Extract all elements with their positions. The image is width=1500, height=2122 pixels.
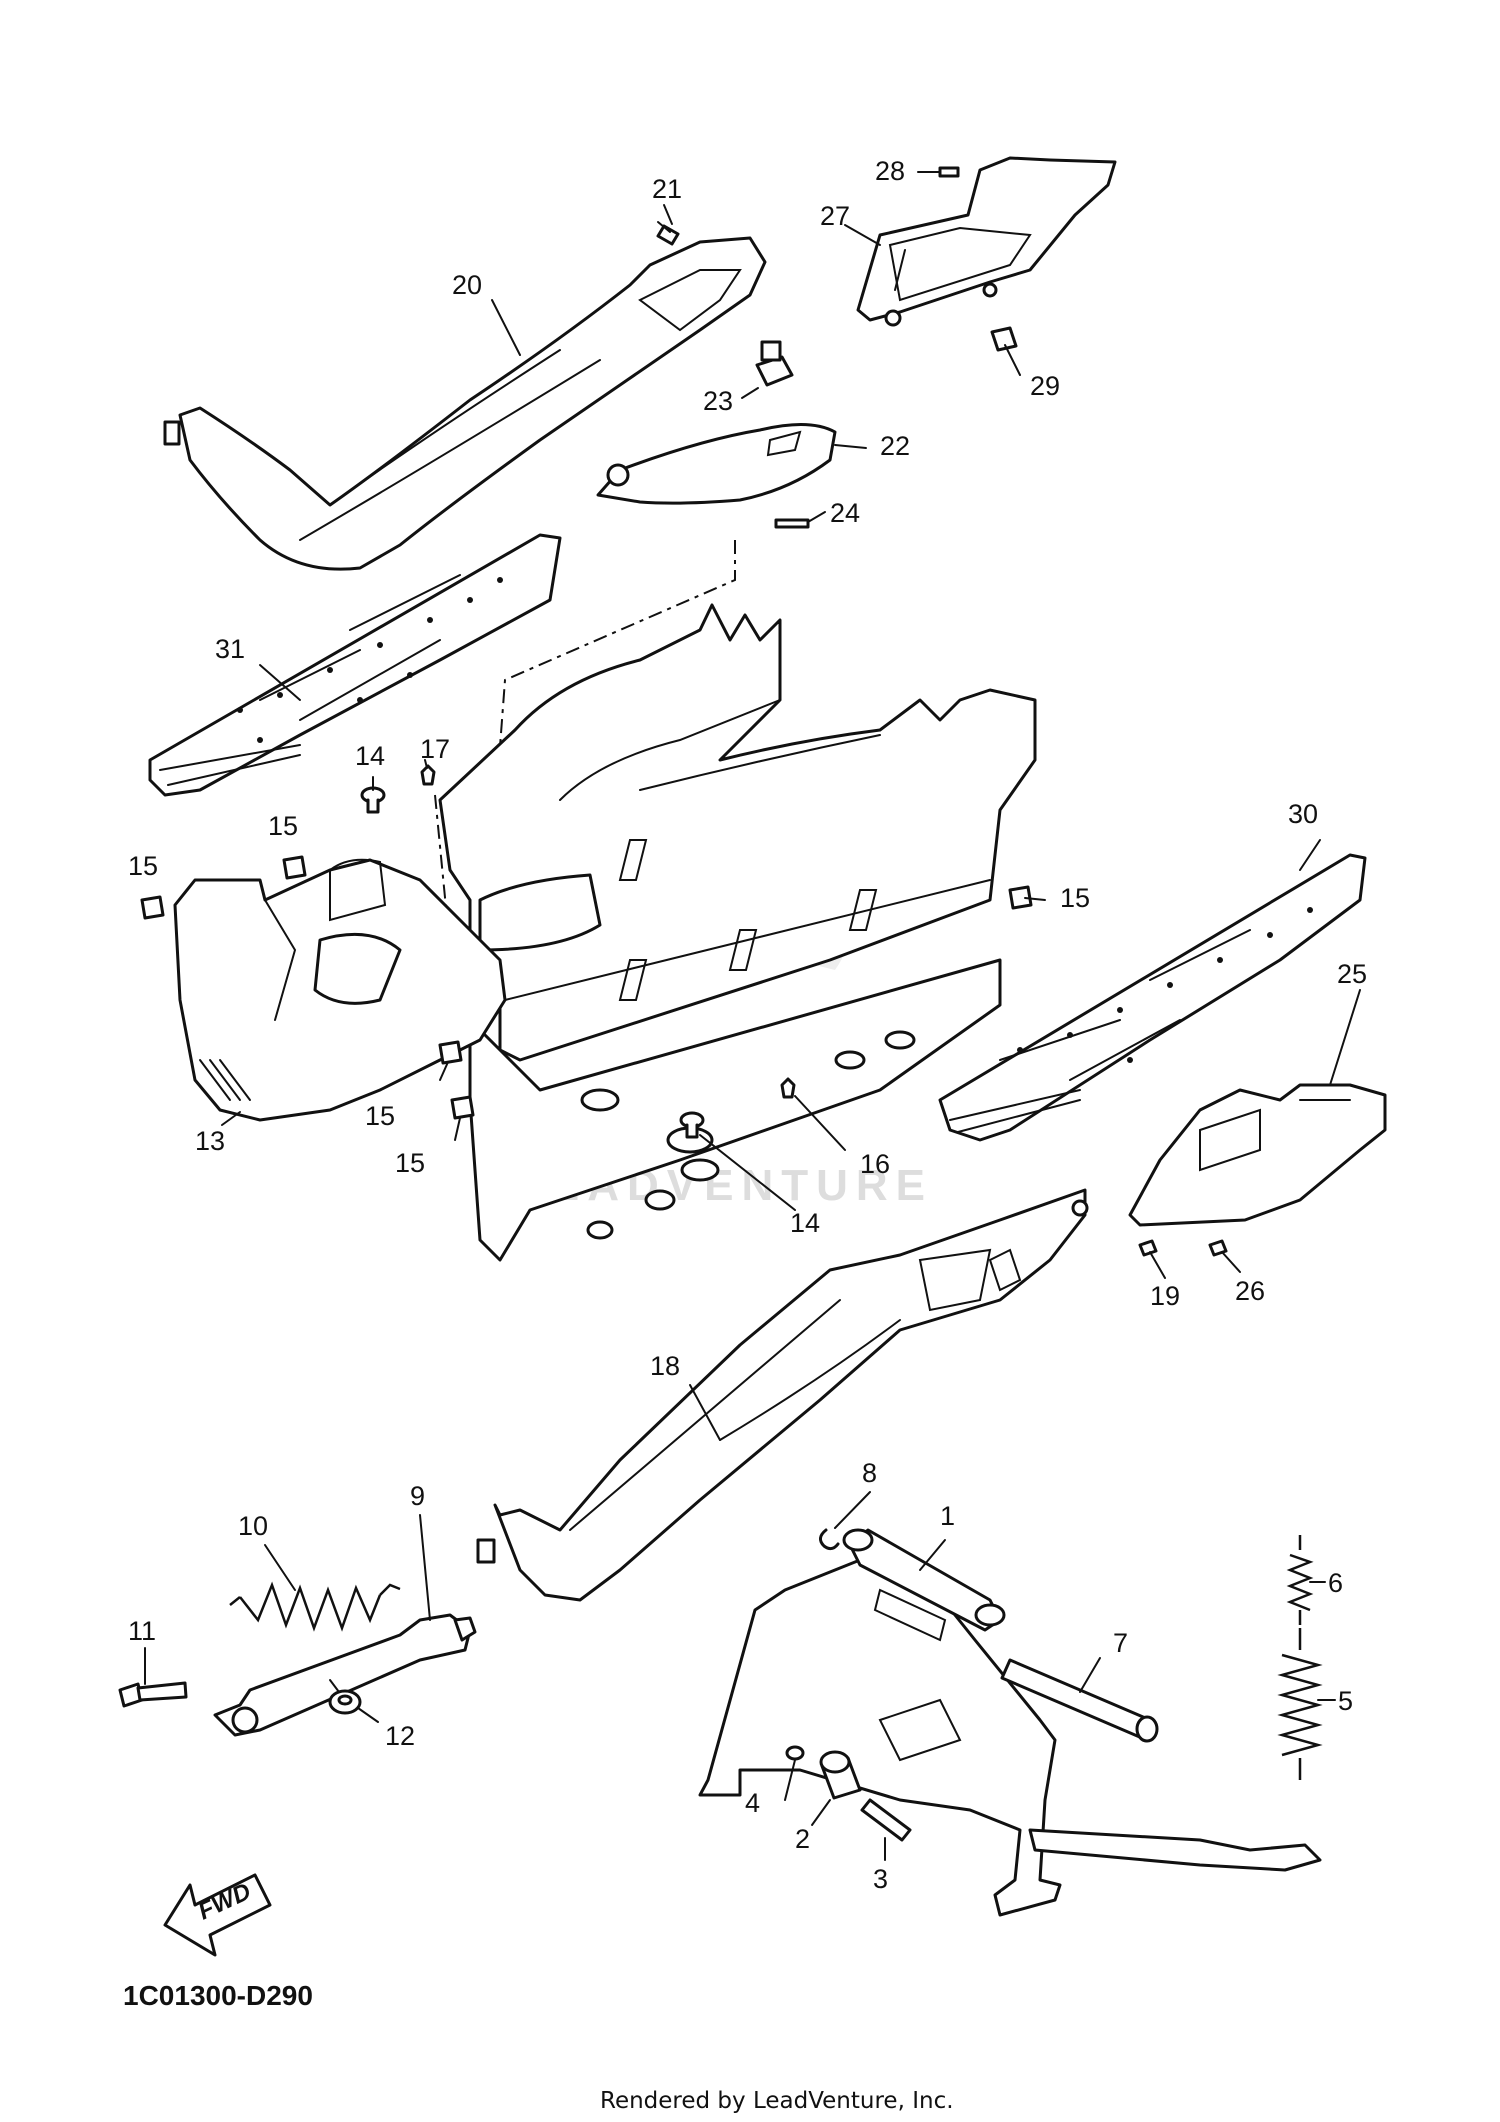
part-21-screw[interactable]: [656, 221, 680, 246]
part-6-spring[interactable]: [1286, 1535, 1314, 1625]
callout-17: 17: [420, 734, 450, 764]
part-19-screw[interactable]: [1138, 1239, 1158, 1257]
part-17-screw[interactable]: [420, 764, 436, 786]
callout-10: 10: [238, 1511, 268, 1541]
part-24-screw[interactable]: [774, 518, 810, 529]
callout-28: 28: [875, 156, 905, 186]
callouts: 21 20 27 28 29 23 22 24 31 14 17 15 15 1…: [128, 156, 1367, 1894]
part-15e-clip[interactable]: [1008, 885, 1033, 910]
callout-6: 6: [1328, 1568, 1343, 1598]
callout-25: 25: [1337, 959, 1367, 989]
part-12-nut[interactable]: [328, 1689, 362, 1715]
part-7-pivot-shaft[interactable]: [1000, 1658, 1159, 1743]
part-16-screw[interactable]: [780, 1077, 796, 1099]
callout-15d: 15: [395, 1148, 425, 1178]
callout-15e: 15: [1060, 883, 1090, 913]
part-8-clip-ring[interactable]: [819, 1528, 840, 1551]
part-15b-clip[interactable]: [282, 855, 307, 880]
callout-27: 27: [820, 201, 850, 231]
callout-15c: 15: [365, 1101, 395, 1131]
part-25-side-cover[interactable]: [1128, 1083, 1387, 1227]
callout-9: 9: [410, 1481, 425, 1511]
callout-26: 26: [1235, 1276, 1265, 1306]
part-15c-clip[interactable]: [438, 1040, 463, 1065]
part-27-side-panel[interactable]: [856, 156, 1117, 327]
callout-4: 4: [745, 1788, 760, 1818]
part-11-bolt[interactable]: [118, 1681, 188, 1708]
part-14b-rivet[interactable]: [679, 1111, 705, 1139]
leader-lines: [144, 171, 1361, 1861]
callout-15b: 15: [268, 811, 298, 841]
callout-11: 11: [128, 1616, 156, 1646]
part-31-floor-mat[interactable]: [148, 533, 562, 797]
callout-5: 5: [1338, 1686, 1353, 1716]
part-2-stopper[interactable]: [819, 1750, 862, 1800]
callout-24: 24: [830, 498, 860, 528]
callout-8: 8: [862, 1458, 877, 1488]
callout-15a: 15: [128, 851, 158, 881]
callout-29: 29: [1030, 371, 1060, 401]
part-5-spring[interactable]: [1277, 1628, 1323, 1780]
part-1-main-stand[interactable]: [698, 1528, 1322, 1917]
callout-12: 12: [385, 1721, 415, 1751]
part-4-washer[interactable]: [785, 1745, 805, 1761]
callout-13: 13: [195, 1126, 225, 1156]
part-13-front-panel[interactable]: [173, 858, 507, 1122]
part-20-side-cover[interactable]: [163, 236, 767, 571]
part-15a-clip[interactable]: [140, 895, 165, 920]
part-22-lid[interactable]: [596, 422, 837, 505]
callout-30: 30: [1288, 799, 1318, 829]
part-30-floor-mat[interactable]: [938, 853, 1367, 1142]
part-9-side-stand[interactable]: [213, 1613, 477, 1737]
callout-1: 1: [940, 1501, 955, 1531]
footer-credit: Rendered by LeadVenture, Inc.: [600, 2088, 954, 2114]
part-14a-rivet[interactable]: [360, 786, 386, 814]
callout-14b: 14: [790, 1208, 820, 1238]
callout-23: 23: [703, 386, 733, 416]
fwd-arrow-icon: FWD: [163, 1873, 272, 1957]
callout-14a: 14: [355, 741, 385, 771]
part-29-clip[interactable]: [990, 326, 1018, 352]
callout-19: 19: [1150, 1281, 1180, 1311]
part-23-grommet[interactable]: [755, 340, 794, 387]
callout-22: 22: [880, 431, 910, 461]
callout-16: 16: [860, 1149, 890, 1179]
part-10-spring[interactable]: [229, 1581, 401, 1632]
callout-31: 31: [215, 634, 245, 664]
callout-21: 21: [652, 174, 682, 204]
callout-3: 3: [873, 1864, 888, 1894]
part-15d-clip[interactable]: [450, 1095, 475, 1120]
callout-18: 18: [650, 1351, 680, 1381]
diagram-code: 1C01300-D290: [123, 1980, 313, 2011]
under-floor-skirt[interactable]: [468, 958, 1002, 1262]
callout-20: 20: [452, 270, 482, 300]
part-3-bolt[interactable]: [860, 1798, 912, 1842]
callout-7: 7: [1113, 1628, 1128, 1658]
callout-2: 2: [795, 1824, 810, 1854]
floor-board[interactable]: [438, 603, 1037, 1062]
part-18-lower-cover[interactable]: [476, 1188, 1089, 1602]
